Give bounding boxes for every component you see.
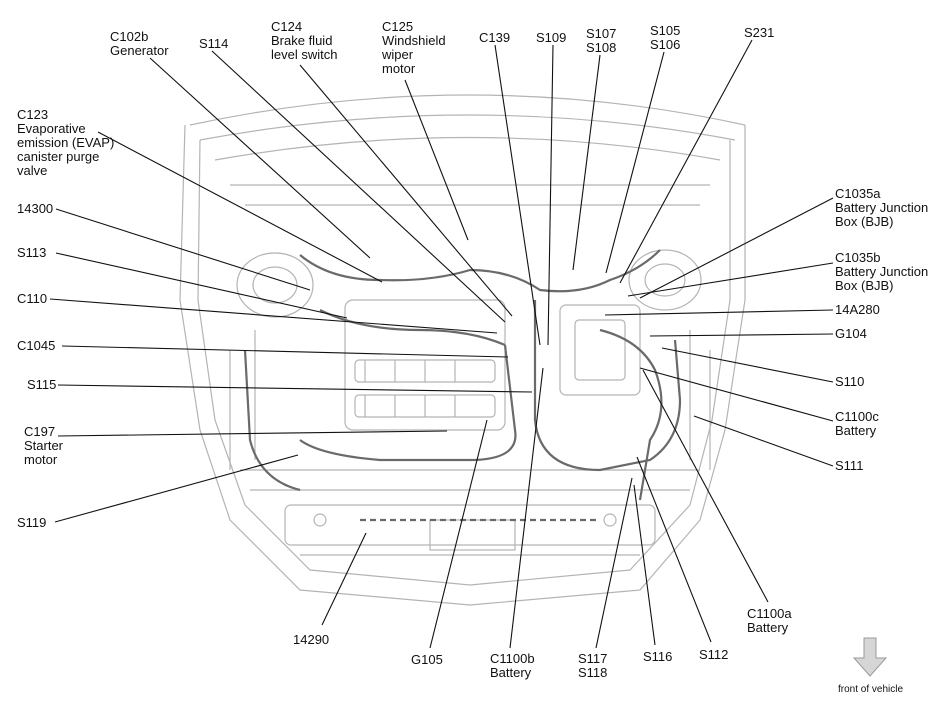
label-14a280: 14A280 bbox=[835, 302, 880, 317]
label-s119: S119 bbox=[17, 515, 47, 530]
label-14300: 14300 bbox=[17, 201, 54, 216]
label-c125: C125 Windshield wiper motor bbox=[382, 19, 446, 76]
leader-line-g104 bbox=[649, 333, 834, 337]
label-c1100c: C1100c Battery bbox=[835, 409, 879, 438]
leader-line-c1035b bbox=[627, 262, 834, 297]
leader-line-c1100a bbox=[642, 369, 769, 603]
leader-line-c1100b bbox=[509, 367, 544, 649]
label-s114: S114 bbox=[199, 36, 229, 51]
leader-line-c139 bbox=[494, 44, 541, 346]
label-c123: C123 Evaporative emission (EVAP) caniste… bbox=[17, 107, 115, 178]
leader-line-s110 bbox=[661, 347, 834, 383]
label-s231: S231 bbox=[744, 25, 775, 40]
label-s117-s118: S117 S118 bbox=[578, 651, 608, 680]
leader-line-s112 bbox=[636, 456, 712, 643]
leader-line-s119 bbox=[54, 454, 299, 523]
label-s107-s108: S107 S108 bbox=[586, 26, 617, 55]
label-front-of-vehicle: front of vehicle bbox=[838, 684, 904, 695]
label-c1100a: C1100a Battery bbox=[747, 606, 792, 635]
leader-line-c110 bbox=[49, 298, 498, 334]
leader-line-c125 bbox=[404, 79, 469, 241]
label-s112: S112 bbox=[699, 647, 729, 662]
label-s111: S111 bbox=[835, 458, 864, 473]
label-c1035a: C1035a Battery Junction Box (BJB) bbox=[835, 186, 929, 229]
leader-line-n14300 bbox=[55, 208, 311, 291]
label-c1045: C1045 bbox=[17, 338, 56, 353]
leader-line-c102b bbox=[149, 57, 371, 259]
label-g104: G104 bbox=[835, 326, 867, 341]
leader-line-c124 bbox=[299, 64, 513, 317]
leader-line-s105 bbox=[605, 51, 665, 274]
leader-line-s116 bbox=[633, 484, 656, 646]
leader-line-c1100c bbox=[639, 367, 834, 422]
label-c102b: C102b Generator bbox=[110, 29, 169, 58]
label-c124: C124 Brake fluid level switch bbox=[271, 19, 338, 62]
leader-line-n14290 bbox=[321, 532, 367, 626]
front-arrow-icon bbox=[852, 637, 888, 677]
leader-line-s117 bbox=[595, 477, 633, 649]
leader-line-s109 bbox=[547, 44, 554, 346]
leader-line-c1045 bbox=[61, 345, 509, 358]
label-s115: S115 bbox=[27, 377, 57, 392]
leader-line-n14a280 bbox=[604, 309, 834, 316]
leader-line-c197 bbox=[57, 430, 448, 437]
leader-line-c123 bbox=[97, 131, 383, 283]
leader-line-g105 bbox=[429, 419, 488, 649]
label-s113: S113 bbox=[17, 245, 47, 260]
label-s116: S116 bbox=[643, 649, 673, 664]
label-s105-s106: S105 S106 bbox=[650, 23, 681, 52]
leader-line-s113 bbox=[55, 252, 348, 319]
label-c1035b: C1035b Battery Junction Box (BJB) bbox=[835, 250, 929, 293]
leader-line-s231 bbox=[619, 39, 753, 284]
engine-bay-artwork bbox=[179, 94, 746, 606]
leader-line-s115 bbox=[57, 384, 533, 393]
leader-line-s111 bbox=[693, 415, 834, 467]
leader-lines bbox=[49, 39, 834, 649]
label-c110: C110 bbox=[17, 291, 48, 306]
leader-line-c1035a bbox=[639, 197, 834, 299]
leader-line-s107 bbox=[572, 54, 601, 271]
wiring-harness bbox=[243, 249, 682, 522]
leader-line-s114 bbox=[211, 50, 506, 323]
label-s109: S109 bbox=[536, 30, 567, 45]
label-c197: C197 Starter motor bbox=[24, 424, 64, 467]
label-c1100b: C1100b Battery bbox=[490, 651, 535, 680]
label-c139: C139 bbox=[479, 30, 511, 45]
label-14290: 14290 bbox=[293, 632, 330, 647]
label-g105: G105 bbox=[411, 652, 443, 667]
label-s110: S110 bbox=[835, 374, 865, 389]
